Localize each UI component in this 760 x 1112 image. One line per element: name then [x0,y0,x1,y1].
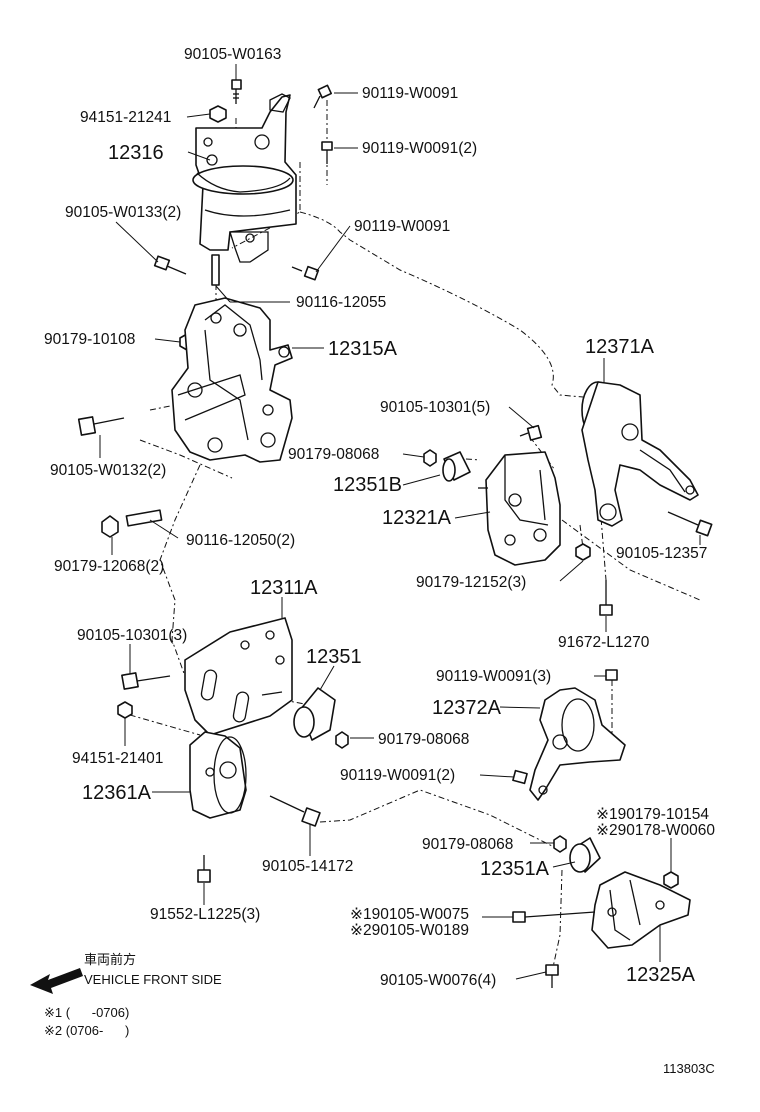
nut-94151-21401 [117,701,133,719]
label-90179-12068-2: 90179-12068(2) [54,558,164,575]
label-90179-10154: ※190179-10154 [596,806,709,823]
label-12321A: 12321A [382,507,452,529]
bolt-90105-W0133 [153,255,187,275]
label-90179-10108: 90179-10108 [44,331,135,348]
label-12325A: 12325A [626,964,696,986]
label-12371A: 12371A [585,336,655,358]
front-label-jp: 車両前方 [84,952,136,967]
label-90179-08068-mid: 90179-08068 [378,731,469,748]
label-90105-14172: 90105-14172 [262,858,353,875]
mount-12361A [189,731,247,819]
label-12372A: 12372A [432,697,502,719]
label-90119-W0091-mid: 90119-W0091 [354,218,450,235]
label-90105-W0189: ※290105-W0189 [350,922,469,939]
label-12361A: 12361A [82,782,152,804]
label-90179-12152-3: 90179-12152(3) [416,574,526,591]
bolt-90105-14172 [269,795,321,827]
bolt-90105-10301-3 [121,672,171,690]
bolt-90105-W0132 [77,416,125,436]
bolt-91672-L1270 [599,580,613,616]
bolt-90105-W0076 [545,964,559,988]
label-94151-21401: 94151-21401 [72,750,163,767]
label-90116-12050-2: 90116-12050(2) [186,532,295,549]
note-1: ※1 ( -0706) [44,1005,129,1020]
label-90119-W0091-2-top: 90119-W0091(2) [362,140,477,157]
label-91552-L1225-3: 91552-L1225(3) [150,906,260,923]
mount-12372A [529,687,626,801]
label-12311A: 12311A [250,577,318,599]
label-90178-W0060: ※290178-W0060 [596,822,715,839]
label-90105-12357: 90105-12357 [616,545,707,562]
nut-94151-21241 [209,105,227,123]
bushing-12351B [442,451,471,482]
bolt-90105-12357 [667,511,713,537]
label-90116-12055: 90116-12055 [296,294,386,311]
mount-12316 [192,93,297,263]
bolt-91552-L1225 [197,855,211,883]
bushing-12351 [293,687,336,741]
diagram-id: 113803C [663,1061,715,1076]
nut-90179-10154 [663,871,679,889]
bracket-12315A [171,297,293,463]
label-90105-W0132-2: 90105-W0132(2) [50,462,166,479]
label-90119-W0091-2-mid: 90119-W0091(2) [340,767,455,784]
stud-90116-12050 [125,509,163,527]
label-90179-08068-lower: 90179-08068 [422,836,513,853]
label-91672-L1270: 91672-L1270 [558,634,650,651]
label-90119-W0091-top: 90119-W0091 [362,85,458,102]
label-90179-08068-upper: 90179-08068 [288,446,379,463]
label-90119-W0091-3: 90119-W0091(3) [436,668,551,685]
bolt-90119-W0091-2-top [321,141,333,164]
nut-90179-08068-mid [335,731,349,749]
bolt-90119-W0091-2-mid [512,769,528,785]
label-90105-W0163: 90105-W0163 [184,46,281,63]
bolt-90119-W0091-3 [605,669,618,681]
label-90105-10301-3: 90105-10301(3) [77,627,187,644]
label-12351B: 12351B [333,474,402,496]
label-12351: 12351 [306,646,362,668]
bracket-12311A [184,617,293,736]
bolt-90105-W0163 [231,79,242,104]
bracket-12321A [478,451,561,566]
bushing-12351A [569,837,601,873]
note-2: ※2 (0706- ) [44,1023,129,1038]
part-labels: 90105-W0163 94151-21241 12316 90119-W009… [44,46,715,989]
label-12316: 12316 [108,142,164,164]
stud-90116-12055 [211,254,220,286]
label-90105-W0075: ※190105-W0075 [350,906,469,923]
mount-12371A [581,381,699,527]
label-12351A: 12351A [480,858,550,880]
label-12315A: 12315A [328,338,398,360]
nut-90179-12152 [575,543,591,561]
label-90105-W0133-2: 90105-W0133(2) [65,204,181,221]
front-arrow-icon [30,968,83,994]
bolt-90105-10301-5 [519,424,543,441]
bolt-90119-W0091-mid [291,265,320,281]
bolt-90119-W0091-top [313,84,333,109]
nut-90179-12068 [101,515,119,538]
front-label-en: VEHICLE FRONT SIDE [84,972,222,987]
vehicle-front-legend: 車両前方 VEHICLE FRONT SIDE [30,952,222,994]
nut-90179-08068-lower [553,835,567,853]
leader-lines [99,64,701,980]
label-94151-21241: 94151-21241 [80,109,171,126]
bolt-90105-W0075 [512,911,596,923]
notes: ※1 ( -0706) ※2 (0706- ) [44,1005,129,1038]
label-90105-W0076-4: 90105-W0076(4) [380,972,496,989]
label-90105-10301-5: 90105-10301(5) [380,399,490,416]
nut-90179-08068-upper [423,449,437,467]
